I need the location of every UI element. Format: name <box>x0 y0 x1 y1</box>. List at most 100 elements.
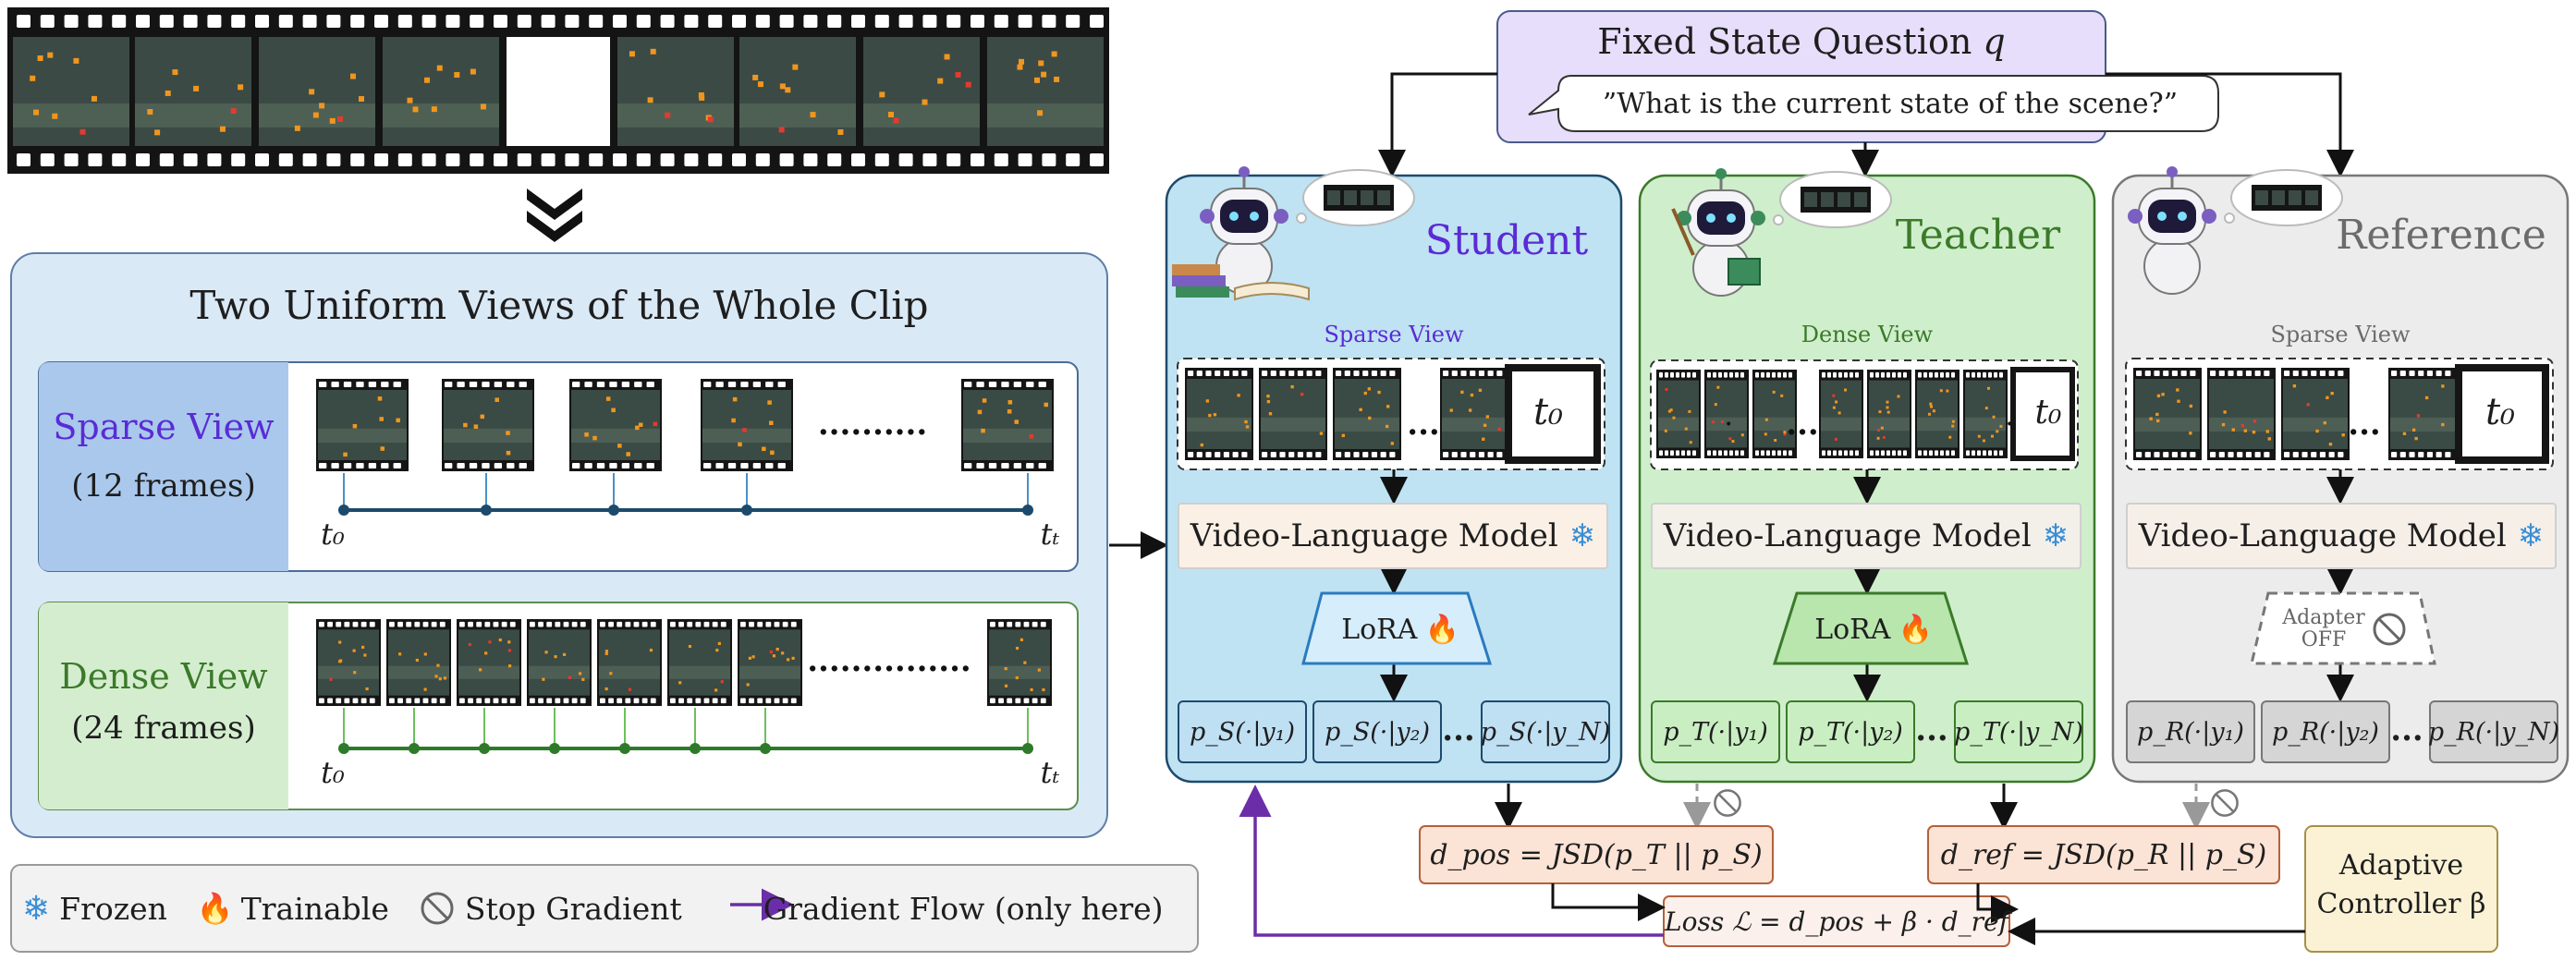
teacher-title: Teacher <box>1895 211 2061 259</box>
ellipsis: .......... <box>818 406 927 443</box>
teacher-t0: t₀ <box>2034 393 2062 432</box>
video-frame <box>13 37 129 146</box>
teacher-output-2: p_T(·|y₂) <box>1786 700 1915 763</box>
reference-output-2: p_R(·|y₂) <box>2261 700 2390 763</box>
ellipsis: · <box>2006 412 2013 436</box>
reference-output-3: p_R(·|y_N) <box>2428 700 2559 763</box>
stop-gradient-icon <box>421 892 454 925</box>
student-vlm-label: Video-Language Model <box>1190 517 1558 554</box>
d-ref-formula: d_ref = JSD(p_R || p_S) <box>1940 838 2267 871</box>
ellipsis: ... <box>1786 406 1819 443</box>
ellipsis: ... <box>2390 712 2423 748</box>
dense-frame <box>738 619 802 706</box>
sparse-t-start: t₀ <box>321 517 345 552</box>
student-title: Student <box>1424 216 1589 264</box>
teacher-frame <box>1963 370 2008 458</box>
fire-icon: 🔥 <box>1898 613 1933 646</box>
sparse-frame <box>701 379 793 471</box>
sparse-frame <box>569 379 662 471</box>
video-frame <box>259 37 375 146</box>
teacher-frame <box>1915 370 1959 458</box>
controller-line2: Controller β <box>2316 887 2486 920</box>
total-loss-formula: Loss ℒ = d_pos + β · d_ref <box>1665 906 2008 937</box>
video-frame <box>383 37 499 146</box>
sparse-frame <box>316 379 409 471</box>
reference-vlm-box: Video-Language Model ❄ <box>2126 503 2557 569</box>
reference-view-label: Sparse View <box>2270 322 2411 347</box>
teacher-vlm-label: Video-Language Model <box>1663 517 2032 554</box>
robot-student-icon <box>1172 166 1415 301</box>
dense-t-start: t₀ <box>321 755 345 790</box>
legend-gradient-flow: Gradient Flow (only here) <box>763 890 1164 927</box>
controller-line1: Adaptive <box>2338 848 2464 882</box>
video-frame <box>987 37 1104 146</box>
ellipsis: ... <box>2348 406 2381 443</box>
question-title: Fixed State Question q <box>1597 21 2006 62</box>
down-chevron-icon <box>527 189 582 242</box>
video-frame <box>739 37 856 146</box>
student-output-3: p_S(·|y_N) <box>1481 700 1610 763</box>
stop-gradient-icon <box>2373 613 2406 646</box>
ellipsis: · <box>1725 412 1732 436</box>
dense-frame <box>457 619 521 706</box>
reference-adapter-off: Adapter OFF <box>2266 599 2423 660</box>
reference-vlm-label: Video-Language Model <box>2138 517 2507 554</box>
sparse-view-label: Sparse View <box>53 407 275 447</box>
student-frame <box>1259 368 1327 460</box>
legend: ❄ Frozen 🔥 Trainable Stop Gradient Gradi… <box>22 878 1164 939</box>
snowflake-icon: ❄ <box>1569 517 1596 554</box>
dense-frame <box>987 619 1052 706</box>
legend-frozen: Frozen <box>59 890 167 927</box>
student-vlm-box: Video-Language Model ❄ <box>1178 503 1608 569</box>
teacher-frame <box>1819 370 1863 458</box>
student-output-2: p_S(·|y₂) <box>1312 700 1442 763</box>
teacher-frame <box>1867 370 1911 458</box>
fire-icon: 🔥 <box>1424 613 1459 646</box>
teacher-frame <box>1656 370 1701 458</box>
student-t0: t₀ <box>1532 391 1564 433</box>
sparse-frame <box>442 379 534 471</box>
dense-frame <box>597 619 662 706</box>
dense-frame <box>667 619 732 706</box>
d-pos-formula: d_pos = JSD(p_T || p_S) <box>1430 838 1763 871</box>
robot-teacher-icon <box>1671 168 1892 297</box>
fire-icon: 🔥 <box>196 891 234 926</box>
sparse-frame <box>961 379 1054 471</box>
dense-view-frames: (24 frames) <box>71 710 256 747</box>
ellipsis: ... <box>1407 406 1440 443</box>
reference-frame <box>2388 368 2457 460</box>
reference-frame <box>2281 368 2350 460</box>
dense-t-end: tₜ <box>1040 755 1060 790</box>
legend-trainable: Trainable <box>240 890 389 927</box>
video-frame <box>135 37 251 146</box>
stop-gradient-icon <box>2211 789 2239 817</box>
teacher-output-3: p_T(·|y_N) <box>1954 700 2083 763</box>
video-frame <box>617 37 734 146</box>
snowflake-icon: ❄ <box>2042 517 2069 554</box>
views-panel-title: Two Uniform Views of the Whole Clip <box>189 282 929 328</box>
dense-frame <box>527 619 592 706</box>
dense-frame <box>316 619 381 706</box>
dense-view-label: Dense View <box>59 656 268 697</box>
legend-box <box>10 864 1199 953</box>
ellipsis: ... <box>1915 712 1948 748</box>
reference-title: Reference <box>2336 211 2546 259</box>
teacher-frame <box>1752 370 1797 458</box>
legend-stop-gradient: Stop Gradient <box>464 890 682 927</box>
teacher-vlm-box: Video-Language Model ❄ <box>1651 503 2082 569</box>
ellipsis: ... <box>1442 712 1475 748</box>
reference-frame <box>2207 368 2276 460</box>
student-view-label: Sparse View <box>1324 322 1464 347</box>
student-frame <box>1333 368 1401 460</box>
sparse-t-end: tₜ <box>1040 517 1060 552</box>
teacher-frame <box>1704 370 1749 458</box>
student-output-1: p_S(·|y₁) <box>1178 700 1307 763</box>
reference-t0: t₀ <box>2484 391 2516 433</box>
reference-frame <box>2133 368 2202 460</box>
ellipsis: ............... <box>807 642 971 679</box>
snowflake-icon: ❄ <box>22 889 51 928</box>
teacher-lora: LoRA🔥 <box>1814 613 1933 646</box>
snowflake-icon: ❄ <box>2517 517 2545 554</box>
teacher-output-1: p_T(·|y₁) <box>1651 700 1780 763</box>
